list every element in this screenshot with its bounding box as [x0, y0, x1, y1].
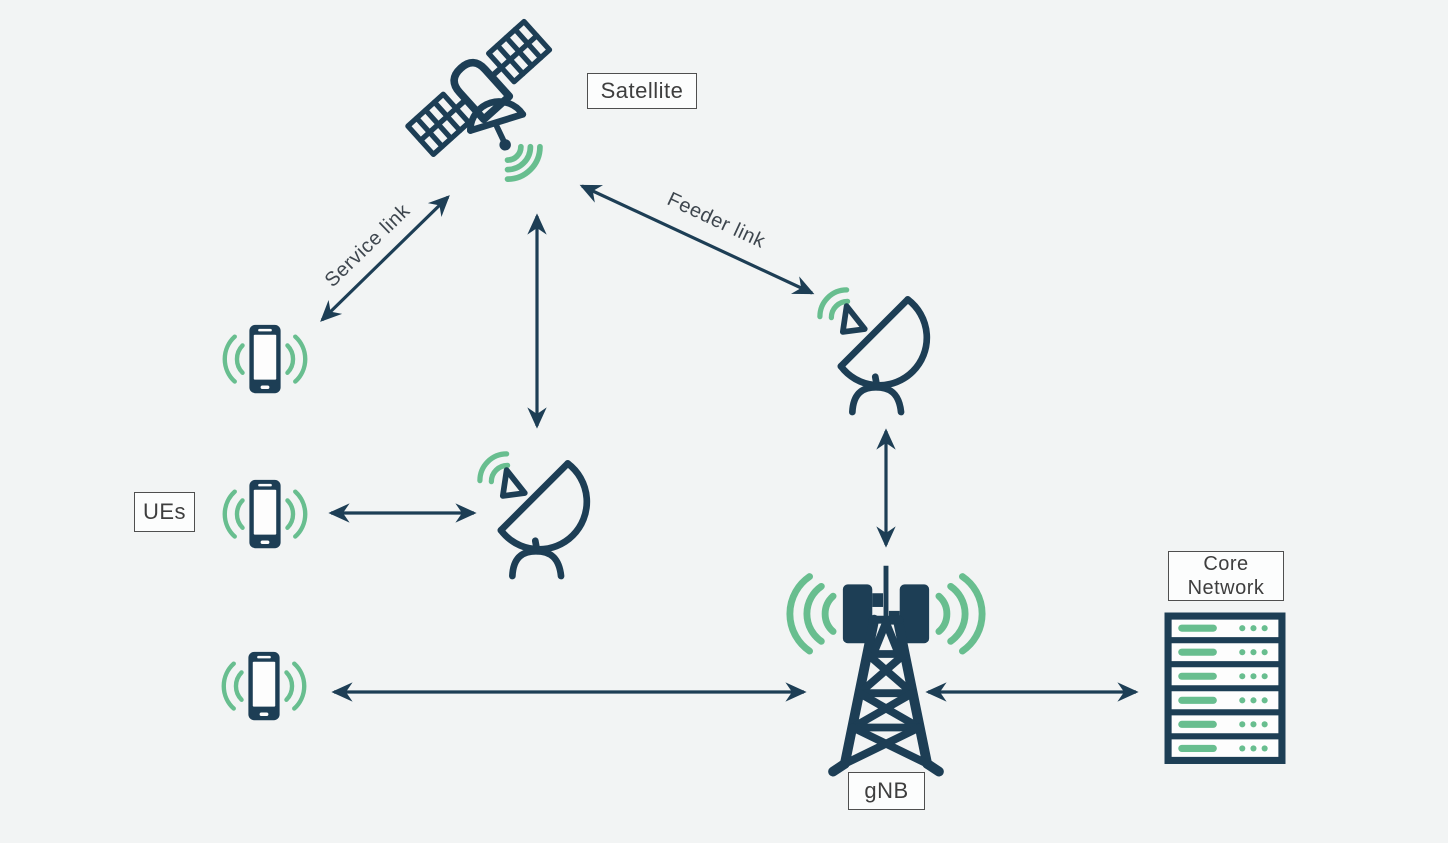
server-rack-icon	[1164, 612, 1286, 764]
cell-tower-icon	[786, 565, 986, 777]
core-network-label-text: Core Network	[1187, 553, 1265, 599]
service-link-arrow	[320, 195, 450, 322]
satellite-label: Satellite	[587, 73, 697, 109]
core-network-label: Core Network	[1168, 551, 1284, 601]
satellite-signal-waves	[504, 143, 543, 182]
gnb-label-text: gNB	[864, 778, 909, 803]
dish-antenna-icon	[477, 451, 591, 580]
dish-antenna-icon	[817, 287, 931, 416]
gnb-signal-waves	[786, 573, 986, 655]
satellite-icon	[405, 18, 553, 182]
ues-label: UEs	[134, 492, 195, 532]
smartphone-icon	[222, 324, 308, 394]
ues-label-text: UEs	[142, 499, 187, 524]
gnb-label: gNB	[848, 772, 925, 810]
feeder-link-arrow	[579, 184, 815, 295]
smartphone-icon	[222, 479, 308, 549]
satellite-label-text: Satellite	[600, 78, 684, 103]
smartphone-icon	[221, 651, 307, 721]
